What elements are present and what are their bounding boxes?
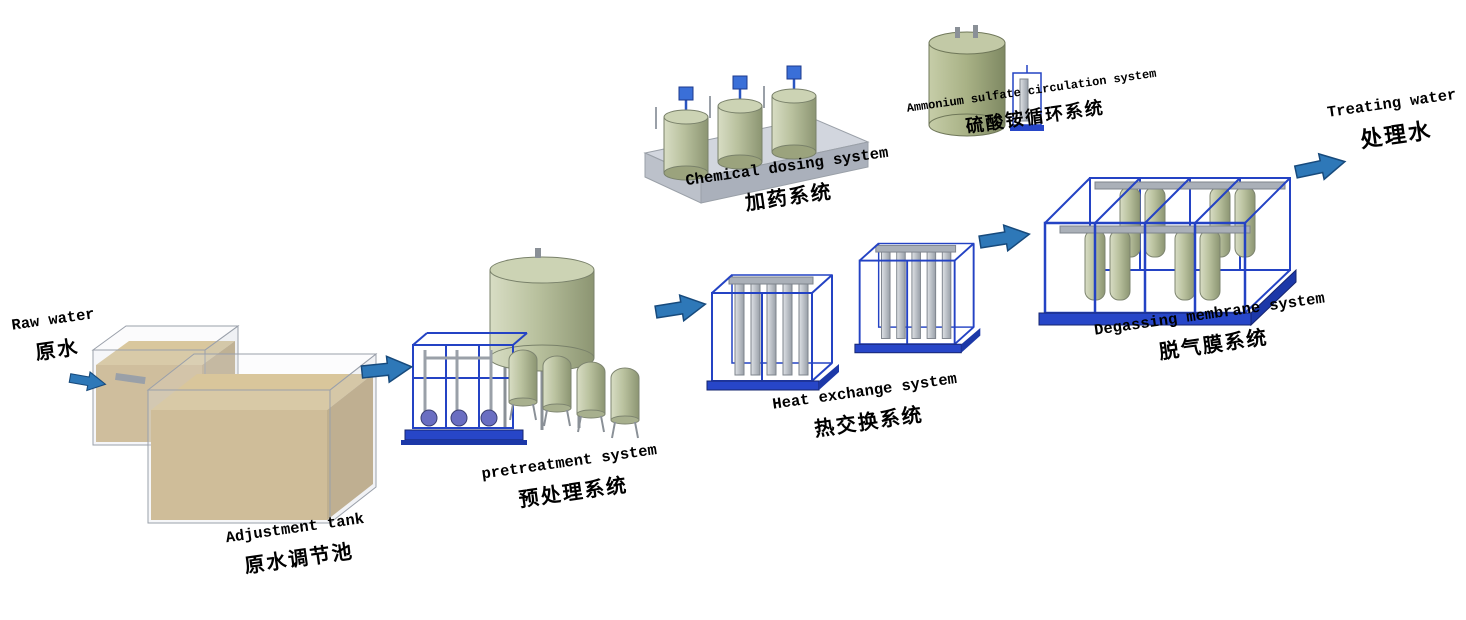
- degassing-membrane-equipment: [1038, 177, 1297, 327]
- ammonium-sulfate-equipment: [928, 25, 1044, 137]
- heat-exchange-equipment: [706, 242, 982, 391]
- chemical-dosing-equipment: [643, 64, 870, 204]
- flow-arrow-pretreatment-to-heat-exchange: [653, 290, 709, 326]
- adjustment-tank-equipment: [91, 325, 378, 525]
- pretreatment-equipment: [401, 248, 640, 445]
- flow-arrow-heat-exchange-to-degassing: [977, 220, 1033, 256]
